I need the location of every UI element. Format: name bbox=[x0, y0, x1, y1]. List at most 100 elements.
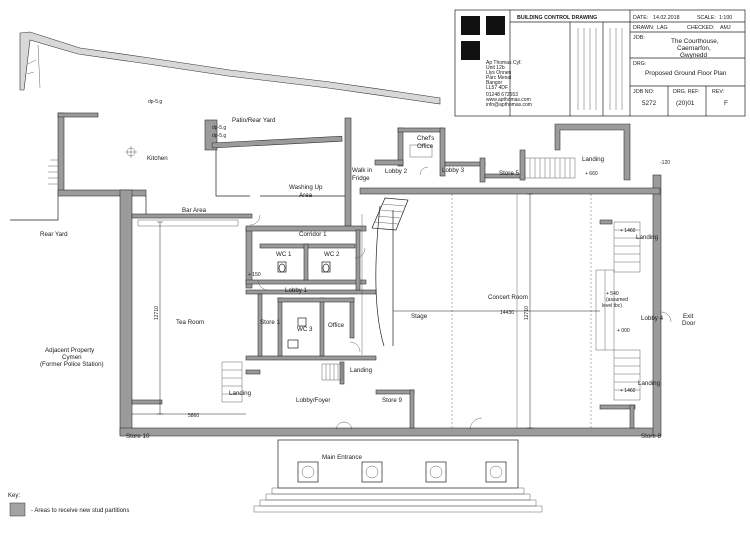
label-landing-left: Landing bbox=[229, 390, 252, 397]
entrance-steps bbox=[253, 439, 543, 513]
rev-value: F bbox=[724, 100, 728, 107]
date-value: 14.02.2018 bbox=[653, 15, 680, 21]
dim-5860: 5860 bbox=[188, 413, 199, 419]
scale-value: 1:100 bbox=[719, 15, 732, 21]
label-chefs-office-1: Chef's bbox=[417, 135, 434, 142]
level-dp5g-1: dp-5.g bbox=[212, 125, 226, 131]
main-building-walls bbox=[119, 174, 662, 437]
checked-label: CHECKED: bbox=[687, 25, 714, 31]
level-540-3: level tbc) bbox=[602, 303, 622, 309]
company-line-3: Llys Onnen bbox=[486, 70, 512, 76]
label-lobby2: Lobby 2 bbox=[385, 168, 408, 175]
label-adjacent-1: Adjacent Property bbox=[45, 347, 95, 354]
label-walk-in-1: Walk in bbox=[352, 167, 373, 174]
company-line-6: LL57 4DF bbox=[486, 85, 508, 91]
right-stairs bbox=[595, 221, 641, 401]
label-walk-in-2: Fridge bbox=[352, 175, 370, 182]
label-adjacent-2: Cymen bbox=[62, 354, 82, 361]
label-store5: Store 5 bbox=[499, 170, 520, 177]
key-item: - Areas to receive new stud partitions bbox=[31, 508, 129, 514]
level-150: + 150 bbox=[248, 272, 261, 278]
label-rear-yard: Rear Yard bbox=[40, 231, 68, 238]
job-line-2: Caernarfon, bbox=[677, 45, 711, 52]
label-concert-room: Concert Room bbox=[488, 294, 528, 301]
job-line-1: The Courthouse, bbox=[671, 38, 719, 45]
rev-label: REV: bbox=[712, 89, 724, 95]
dimension-lines bbox=[132, 193, 600, 429]
company-line-7: 01248 672553 bbox=[486, 92, 518, 98]
date-label: DATE: bbox=[633, 15, 648, 21]
dim-12710-left: 12710 bbox=[154, 306, 160, 320]
level-1460a: + 1460 bbox=[620, 228, 636, 234]
level-120: -120 bbox=[660, 160, 670, 166]
jobno-label: JOB NO: bbox=[633, 89, 654, 95]
label-kitchen: Kitchen bbox=[147, 155, 168, 162]
wc-fixtures bbox=[277, 261, 331, 349]
level-dp5g-3: dp-5.g bbox=[148, 99, 162, 105]
label-landing-r2: Landing bbox=[638, 380, 661, 387]
title-block: Ap Thomas Cyf. Unit 12b Llys Onnen Parc … bbox=[454, 9, 746, 117]
label-store10: Store 10 bbox=[126, 433, 150, 440]
revision-notes bbox=[577, 28, 623, 110]
dim-12710-right: 12710 bbox=[524, 306, 530, 320]
bar-counter bbox=[137, 219, 239, 227]
label-bar-area: Bar Area bbox=[182, 207, 207, 214]
scale-label: SCALE: bbox=[697, 15, 716, 21]
label-landing-top: Landing bbox=[582, 156, 605, 163]
key-swatch bbox=[9, 502, 26, 517]
drgref-label: DRG. REF: bbox=[673, 89, 700, 95]
label-wc1: WC 1 bbox=[276, 251, 292, 258]
level-540-1: + 540 bbox=[606, 291, 619, 297]
label-patio: Patio/Rear Yard bbox=[232, 117, 276, 124]
level-1460b: + 1460 bbox=[620, 388, 636, 394]
jobno-value: 5272 bbox=[642, 100, 657, 107]
dim-14430: 14430 bbox=[500, 310, 514, 316]
label-landing-r1: Landing bbox=[636, 234, 659, 241]
label-lobby-foyer: Lobby/Foyer bbox=[296, 397, 330, 404]
north-rooms-walls bbox=[374, 123, 631, 183]
patio-boundary-wall bbox=[19, 31, 441, 105]
level-660: + 660 bbox=[585, 171, 598, 177]
label-washing-up-1: Washing Up bbox=[289, 184, 323, 191]
label-office: Office bbox=[328, 322, 345, 329]
stage-edge bbox=[375, 205, 385, 347]
label-adjacent-3: (Former Police Station) bbox=[40, 361, 104, 368]
job-label: JOB: bbox=[633, 35, 645, 41]
compass-mark bbox=[125, 146, 137, 158]
label-stage: Stage bbox=[411, 313, 428, 320]
label-tea-room: Tea Room bbox=[176, 319, 204, 326]
label-washing-up-2: Area bbox=[299, 192, 313, 199]
title-heading: BUILDING CONTROL DRAWING bbox=[517, 15, 597, 21]
foyer-stair bbox=[221, 361, 343, 403]
label-lobby4: Lobby 4 bbox=[641, 315, 664, 322]
label-wc3: WC 3 bbox=[297, 326, 313, 333]
company-line-1: Ap Thomas Cyf. bbox=[486, 60, 522, 66]
company-line-4: Parc Menai bbox=[486, 75, 511, 81]
key-title: Key: bbox=[8, 493, 20, 499]
company-line-9: info@apthomas.com bbox=[486, 102, 532, 108]
label-chefs-office-2: Office bbox=[417, 143, 434, 150]
checked-value: AMJ bbox=[720, 25, 731, 31]
label-corridor1: Corridor 1 bbox=[299, 231, 327, 238]
drgref-value: (20)01 bbox=[676, 100, 695, 107]
level-000: + 000 bbox=[617, 328, 630, 334]
job-line-3: Gwynedd bbox=[680, 52, 707, 59]
stud-partitions bbox=[131, 219, 636, 429]
label-lobby3: Lobby 3 bbox=[442, 167, 465, 174]
level-540-2: (assumed bbox=[606, 297, 628, 303]
label-exit-2: Door bbox=[682, 320, 695, 327]
label-landing-mid: Landing bbox=[350, 367, 373, 374]
company-logo bbox=[461, 16, 505, 60]
door-swings bbox=[249, 166, 672, 431]
drawn-label: DRAWN: bbox=[633, 25, 654, 31]
company-line-2: Unit 12b bbox=[486, 65, 505, 71]
stage-stair bbox=[371, 197, 409, 231]
drg-value: Proposed Ground Floor Plan bbox=[645, 70, 727, 77]
level-dp5g-2: dp-5.g bbox=[212, 133, 226, 139]
company-line-5: Bangor bbox=[486, 80, 502, 86]
label-main-entrance: Main Entrance bbox=[322, 454, 362, 461]
drg-label: DRG: bbox=[633, 61, 646, 67]
label-store9: Store 9 bbox=[382, 397, 403, 404]
label-wc2: WC 2 bbox=[324, 251, 340, 258]
